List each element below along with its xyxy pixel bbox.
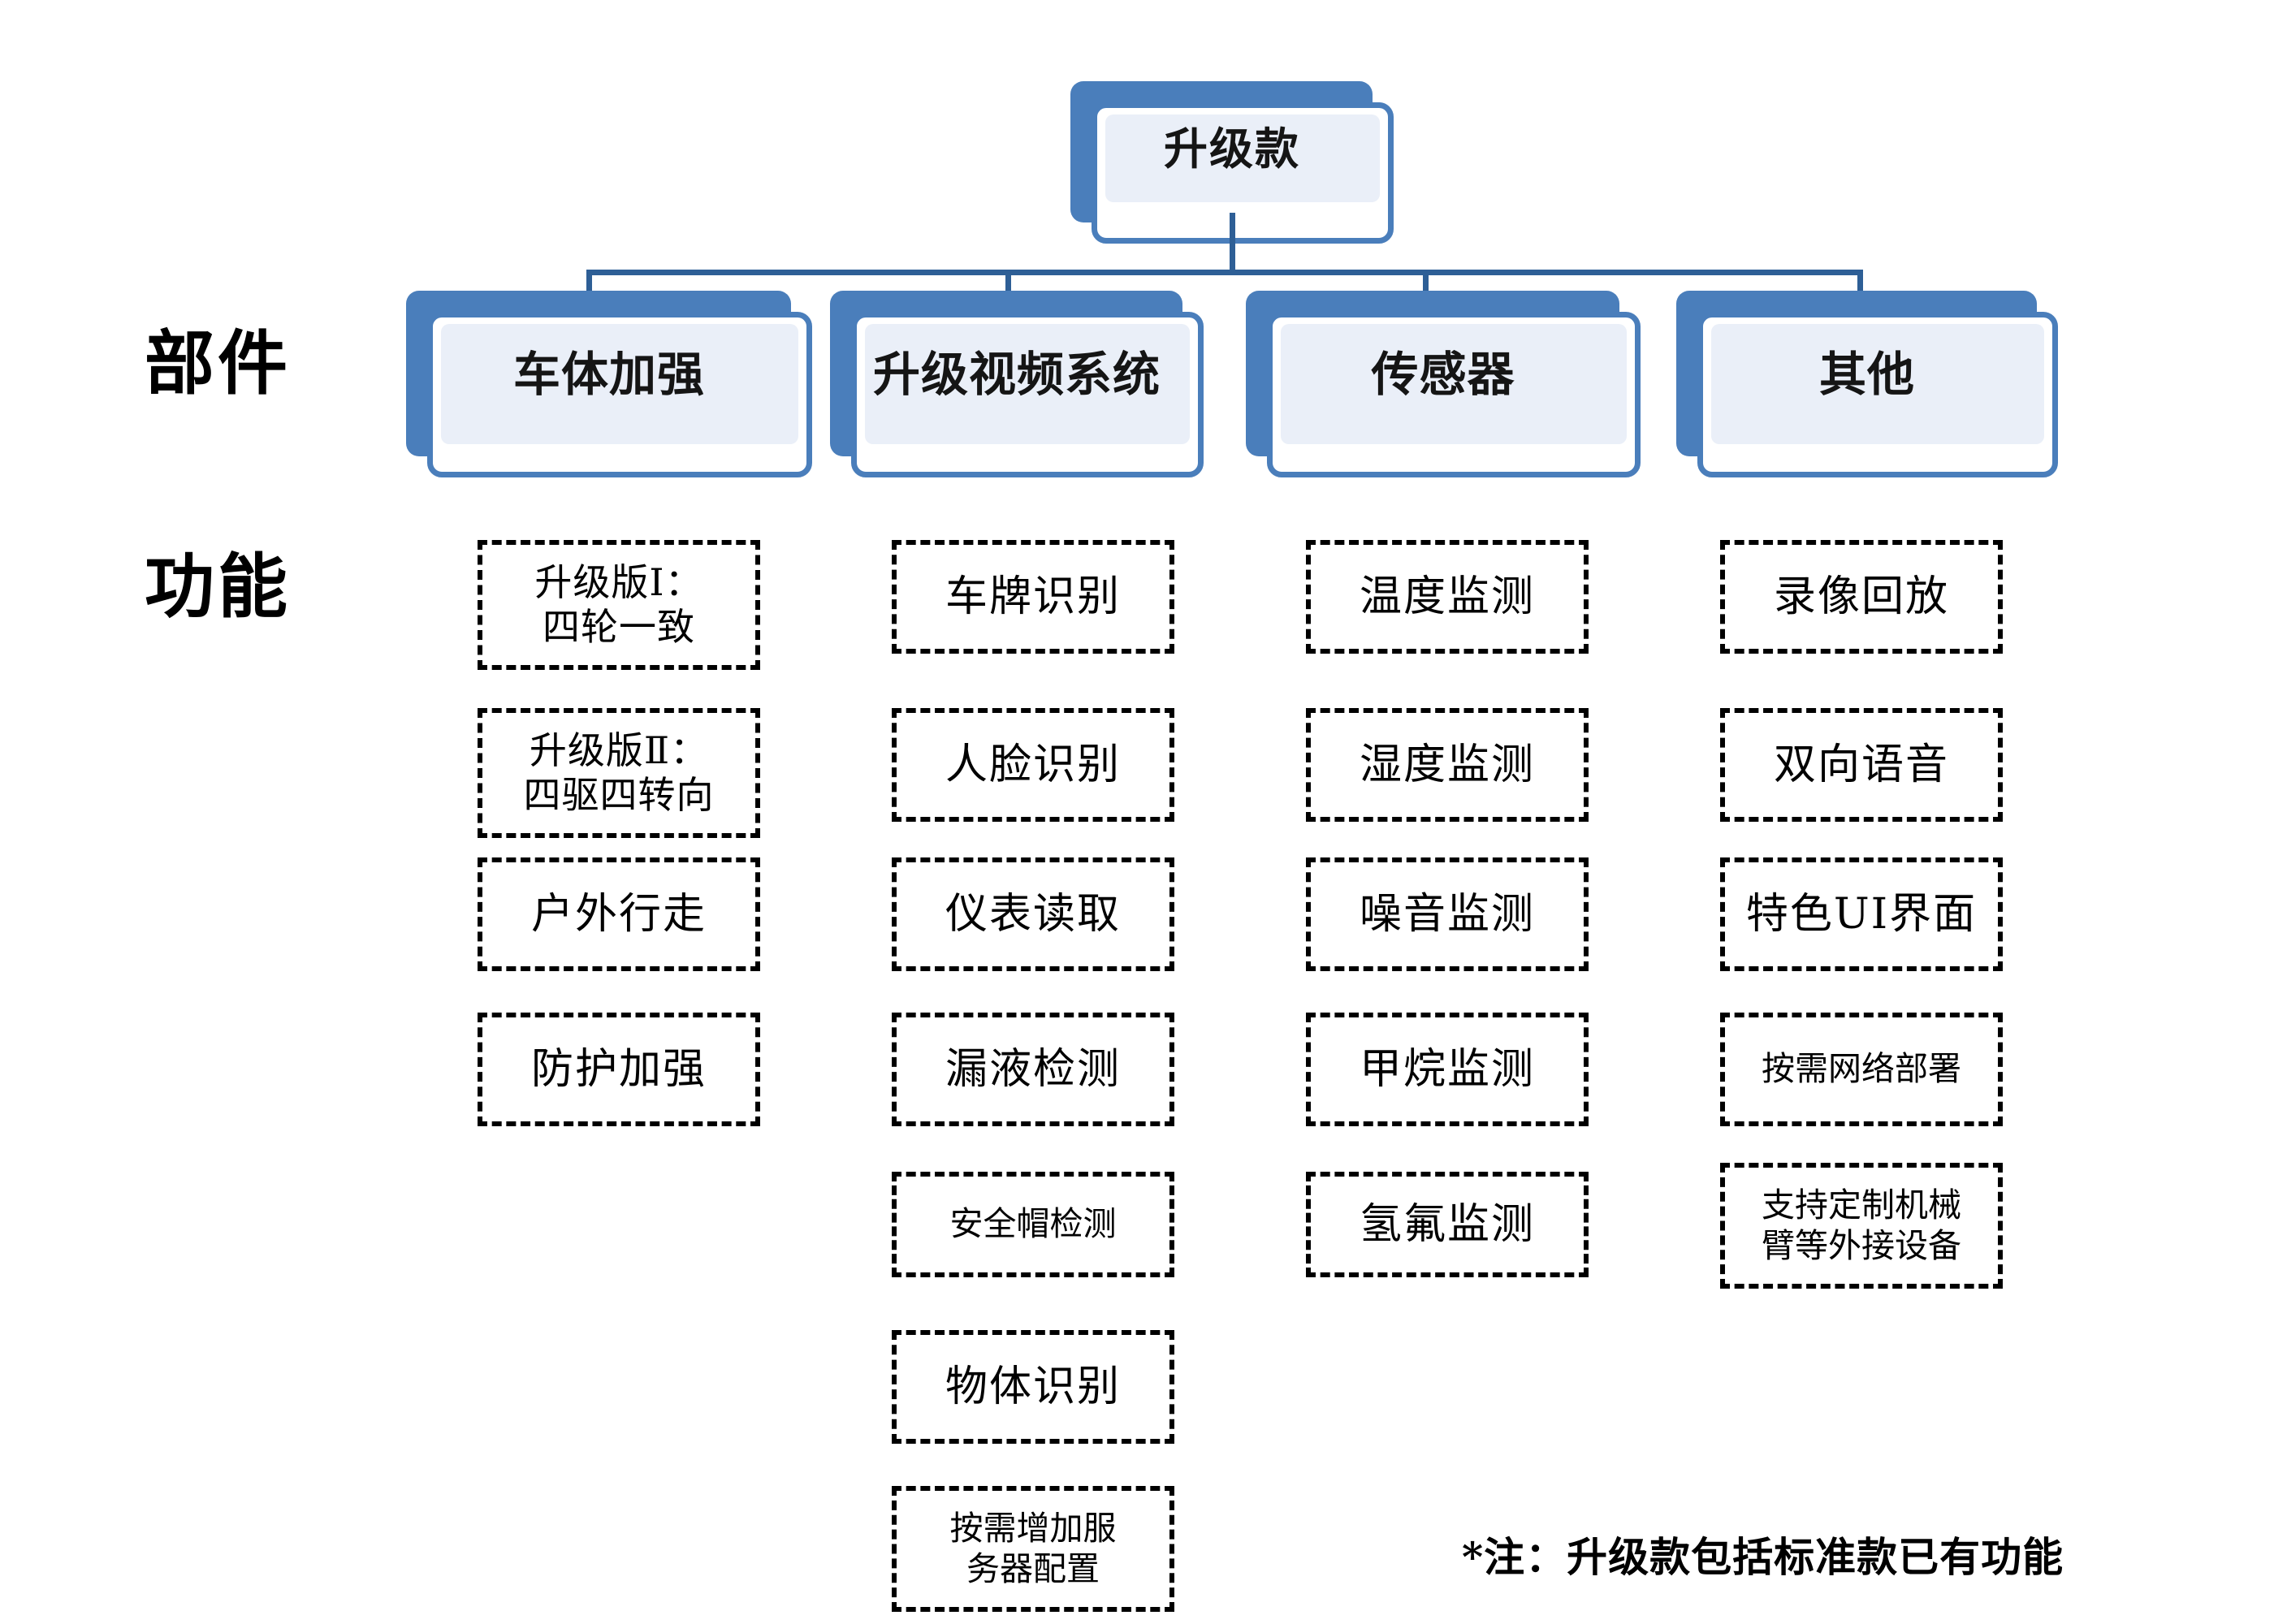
feature-box[interactable]: 漏液检测 bbox=[892, 1013, 1174, 1126]
feature-box[interactable]: 温度监测 bbox=[1306, 540, 1589, 654]
feature-label: 按需网络部署 bbox=[1762, 1049, 1961, 1089]
category-node-inner-fill bbox=[441, 324, 798, 444]
connector-drop-col-2 bbox=[1005, 270, 1011, 294]
root-node-label: 升级款 bbox=[1164, 122, 1300, 175]
category-node-front-card bbox=[1267, 312, 1641, 477]
category-node-inner-fill bbox=[865, 324, 1190, 444]
root-node-upgraded-model[interactable]: 升级款 bbox=[1070, 81, 1394, 244]
feature-box[interactable]: 人脸识别 bbox=[892, 708, 1174, 822]
feature-label: 安全帽检测 bbox=[949, 1204, 1117, 1244]
category-node-front-card bbox=[427, 312, 812, 477]
feature-box[interactable]: 特色UI界面 bbox=[1720, 857, 2003, 971]
feature-box[interactable]: 升级版Ⅱ： 四驱四转向 bbox=[478, 708, 760, 838]
connector-drop-col-1 bbox=[586, 270, 592, 294]
category-node-body-reinforcement[interactable]: 车体加强 bbox=[406, 291, 812, 477]
feature-label: 车牌识别 bbox=[945, 572, 1121, 621]
category-node-video-system[interactable]: 升级视频系统 bbox=[830, 291, 1204, 477]
feature-box[interactable]: 按需增加服 务器配置 bbox=[892, 1486, 1174, 1612]
feature-box[interactable]: 物体识别 bbox=[892, 1330, 1174, 1444]
category-node-inner-fill bbox=[1711, 324, 2044, 444]
category-node-other[interactable]: 其他 bbox=[1676, 291, 2058, 477]
feature-label: 升级版Ⅱ： 四驱四转向 bbox=[523, 728, 715, 817]
feature-box[interactable]: 双向语音 bbox=[1720, 708, 2003, 822]
feature-label: 户外行走 bbox=[530, 889, 707, 939]
feature-label: 氢氟监测 bbox=[1359, 1199, 1535, 1249]
feature-label: 湿度监测 bbox=[1359, 740, 1535, 789]
feature-label: 甲烷监测 bbox=[1359, 1044, 1535, 1094]
category-node-front-card bbox=[851, 312, 1204, 477]
feature-box[interactable]: 湿度监测 bbox=[1306, 708, 1589, 822]
connector-horizontal-bus bbox=[586, 270, 1863, 275]
feature-label: 按需增加服 务器配置 bbox=[949, 1509, 1117, 1588]
feature-label: 温度监测 bbox=[1359, 572, 1535, 621]
category-node-front-card bbox=[1697, 312, 2058, 477]
category-node-label: 升级视频系统 bbox=[872, 347, 1161, 402]
connector-drop-col-4 bbox=[1857, 270, 1863, 294]
feature-box[interactable]: 户外行走 bbox=[478, 857, 760, 971]
feature-box[interactable]: 车牌识别 bbox=[892, 540, 1174, 654]
feature-box[interactable]: 防护加强 bbox=[478, 1013, 760, 1126]
feature-box[interactable]: 噪音监测 bbox=[1306, 857, 1589, 971]
feature-box[interactable]: 按需网络部署 bbox=[1720, 1013, 2003, 1126]
category-node-label: 车体加强 bbox=[512, 347, 705, 402]
feature-label: 人脸识别 bbox=[945, 740, 1121, 789]
feature-box[interactable]: 仪表读取 bbox=[892, 857, 1174, 971]
feature-label: 噪音监测 bbox=[1359, 889, 1535, 939]
feature-box[interactable]: 甲烷监测 bbox=[1306, 1013, 1589, 1126]
feature-label: 录像回放 bbox=[1773, 572, 1949, 621]
feature-label: 支持定制机械 臂等外接设备 bbox=[1762, 1186, 1961, 1265]
connector-drop-col-3 bbox=[1423, 270, 1429, 294]
feature-label: 特色UI界面 bbox=[1745, 889, 1978, 939]
feature-label: 升级版Ⅰ： 四轮一致 bbox=[534, 559, 703, 649]
root-node-front-card bbox=[1092, 102, 1394, 244]
category-node-label: 其他 bbox=[1818, 347, 1915, 402]
root-node-inner-fill bbox=[1105, 114, 1380, 202]
row-label-function: 功能 bbox=[145, 546, 291, 628]
feature-box[interactable]: 氢氟监测 bbox=[1306, 1172, 1589, 1277]
feature-label: 漏液检测 bbox=[945, 1044, 1121, 1094]
footnote-text: *注：升级款包括标准款已有功能 bbox=[1462, 1533, 2064, 1581]
connector-root-stem bbox=[1230, 213, 1235, 273]
feature-label: 防护加强 bbox=[530, 1044, 707, 1094]
feature-label: 仪表读取 bbox=[945, 889, 1121, 939]
category-node-sensors[interactable]: 传感器 bbox=[1246, 291, 1641, 477]
feature-label: 物体识别 bbox=[945, 1362, 1121, 1411]
feature-box[interactable]: 升级版Ⅰ： 四轮一致 bbox=[478, 540, 760, 670]
feature-box[interactable]: 录像回放 bbox=[1720, 540, 2003, 654]
feature-box[interactable]: 安全帽检测 bbox=[892, 1172, 1174, 1277]
feature-box[interactable]: 支持定制机械 臂等外接设备 bbox=[1720, 1163, 2003, 1289]
category-node-inner-fill bbox=[1281, 324, 1627, 444]
category-node-label: 传感器 bbox=[1371, 347, 1515, 402]
row-label-parts: 部件 bbox=[145, 322, 291, 404]
feature-label: 双向语音 bbox=[1773, 740, 1949, 789]
